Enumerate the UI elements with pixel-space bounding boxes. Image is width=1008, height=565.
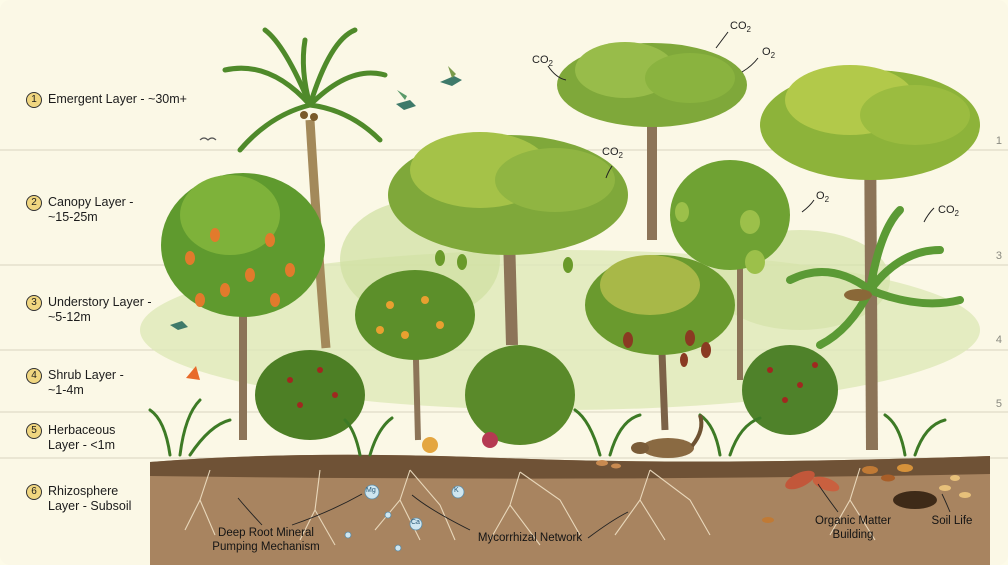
layer-label-text: Canopy Layer - ~15-25m (48, 195, 140, 225)
o2-label: O2 (762, 46, 775, 60)
nutrient-label: K (454, 487, 459, 494)
side-layer-number: 1 (996, 135, 1002, 147)
layer-label-rhizosphere: 6 Rhizosphere Layer - Subsoil (26, 484, 134, 514)
nutrient-label: Mg (366, 487, 376, 494)
co2-label: CO2 (602, 146, 623, 160)
side-layer-number: 3 (996, 250, 1002, 262)
layer-number-badge: 4 (26, 368, 42, 384)
layer-number-badge: 1 (26, 92, 42, 108)
layer-label-text: Shrub Layer - ~1-4m (48, 368, 130, 398)
layer-label-text: Emergent Layer - ~30m+ (48, 92, 187, 107)
layer-label-herbaceous: 5 Herbaceous Layer - <1m (26, 423, 128, 453)
co2-label: CO2 (730, 20, 751, 34)
layer-label-shrub: 4 Shrub Layer - ~1-4m (26, 368, 130, 398)
layer-number-badge: 3 (26, 295, 42, 311)
side-layer-number: 5 (996, 398, 1002, 410)
layer-number-badge: 2 (26, 195, 42, 211)
layer-label-emergent: 1 Emergent Layer - ~30m+ (26, 92, 187, 108)
side-layer-number: 4 (996, 334, 1002, 346)
nutrient-label: Ca (411, 519, 420, 526)
deep-root-annotation: Deep Root Mineral Pumping Mechanism (206, 526, 326, 554)
layer-number-badge: 6 (26, 484, 42, 500)
layer-label-canopy: 2 Canopy Layer - ~15-25m (26, 195, 140, 225)
layer-label-text: Rhizosphere Layer - Subsoil (48, 484, 134, 514)
layer-label-text: Understory Layer - ~5-12m (48, 295, 160, 325)
organic-matter-annotation: Organic Matter Building (808, 514, 898, 542)
mycorrhizal-annotation: Mycorrhizal Network (470, 531, 590, 545)
soil-life-annotation: Soil Life (922, 514, 982, 528)
co2-label: CO2 (938, 204, 959, 218)
layer-number-badge: 5 (26, 423, 42, 439)
layer-label-understory: 3 Understory Layer - ~5-12m (26, 295, 160, 325)
layer-label-text: Herbaceous Layer - <1m (48, 423, 128, 453)
o2-label: O2 (816, 190, 829, 204)
bird-nest (844, 289, 872, 301)
co2-label: CO2 (532, 54, 553, 68)
